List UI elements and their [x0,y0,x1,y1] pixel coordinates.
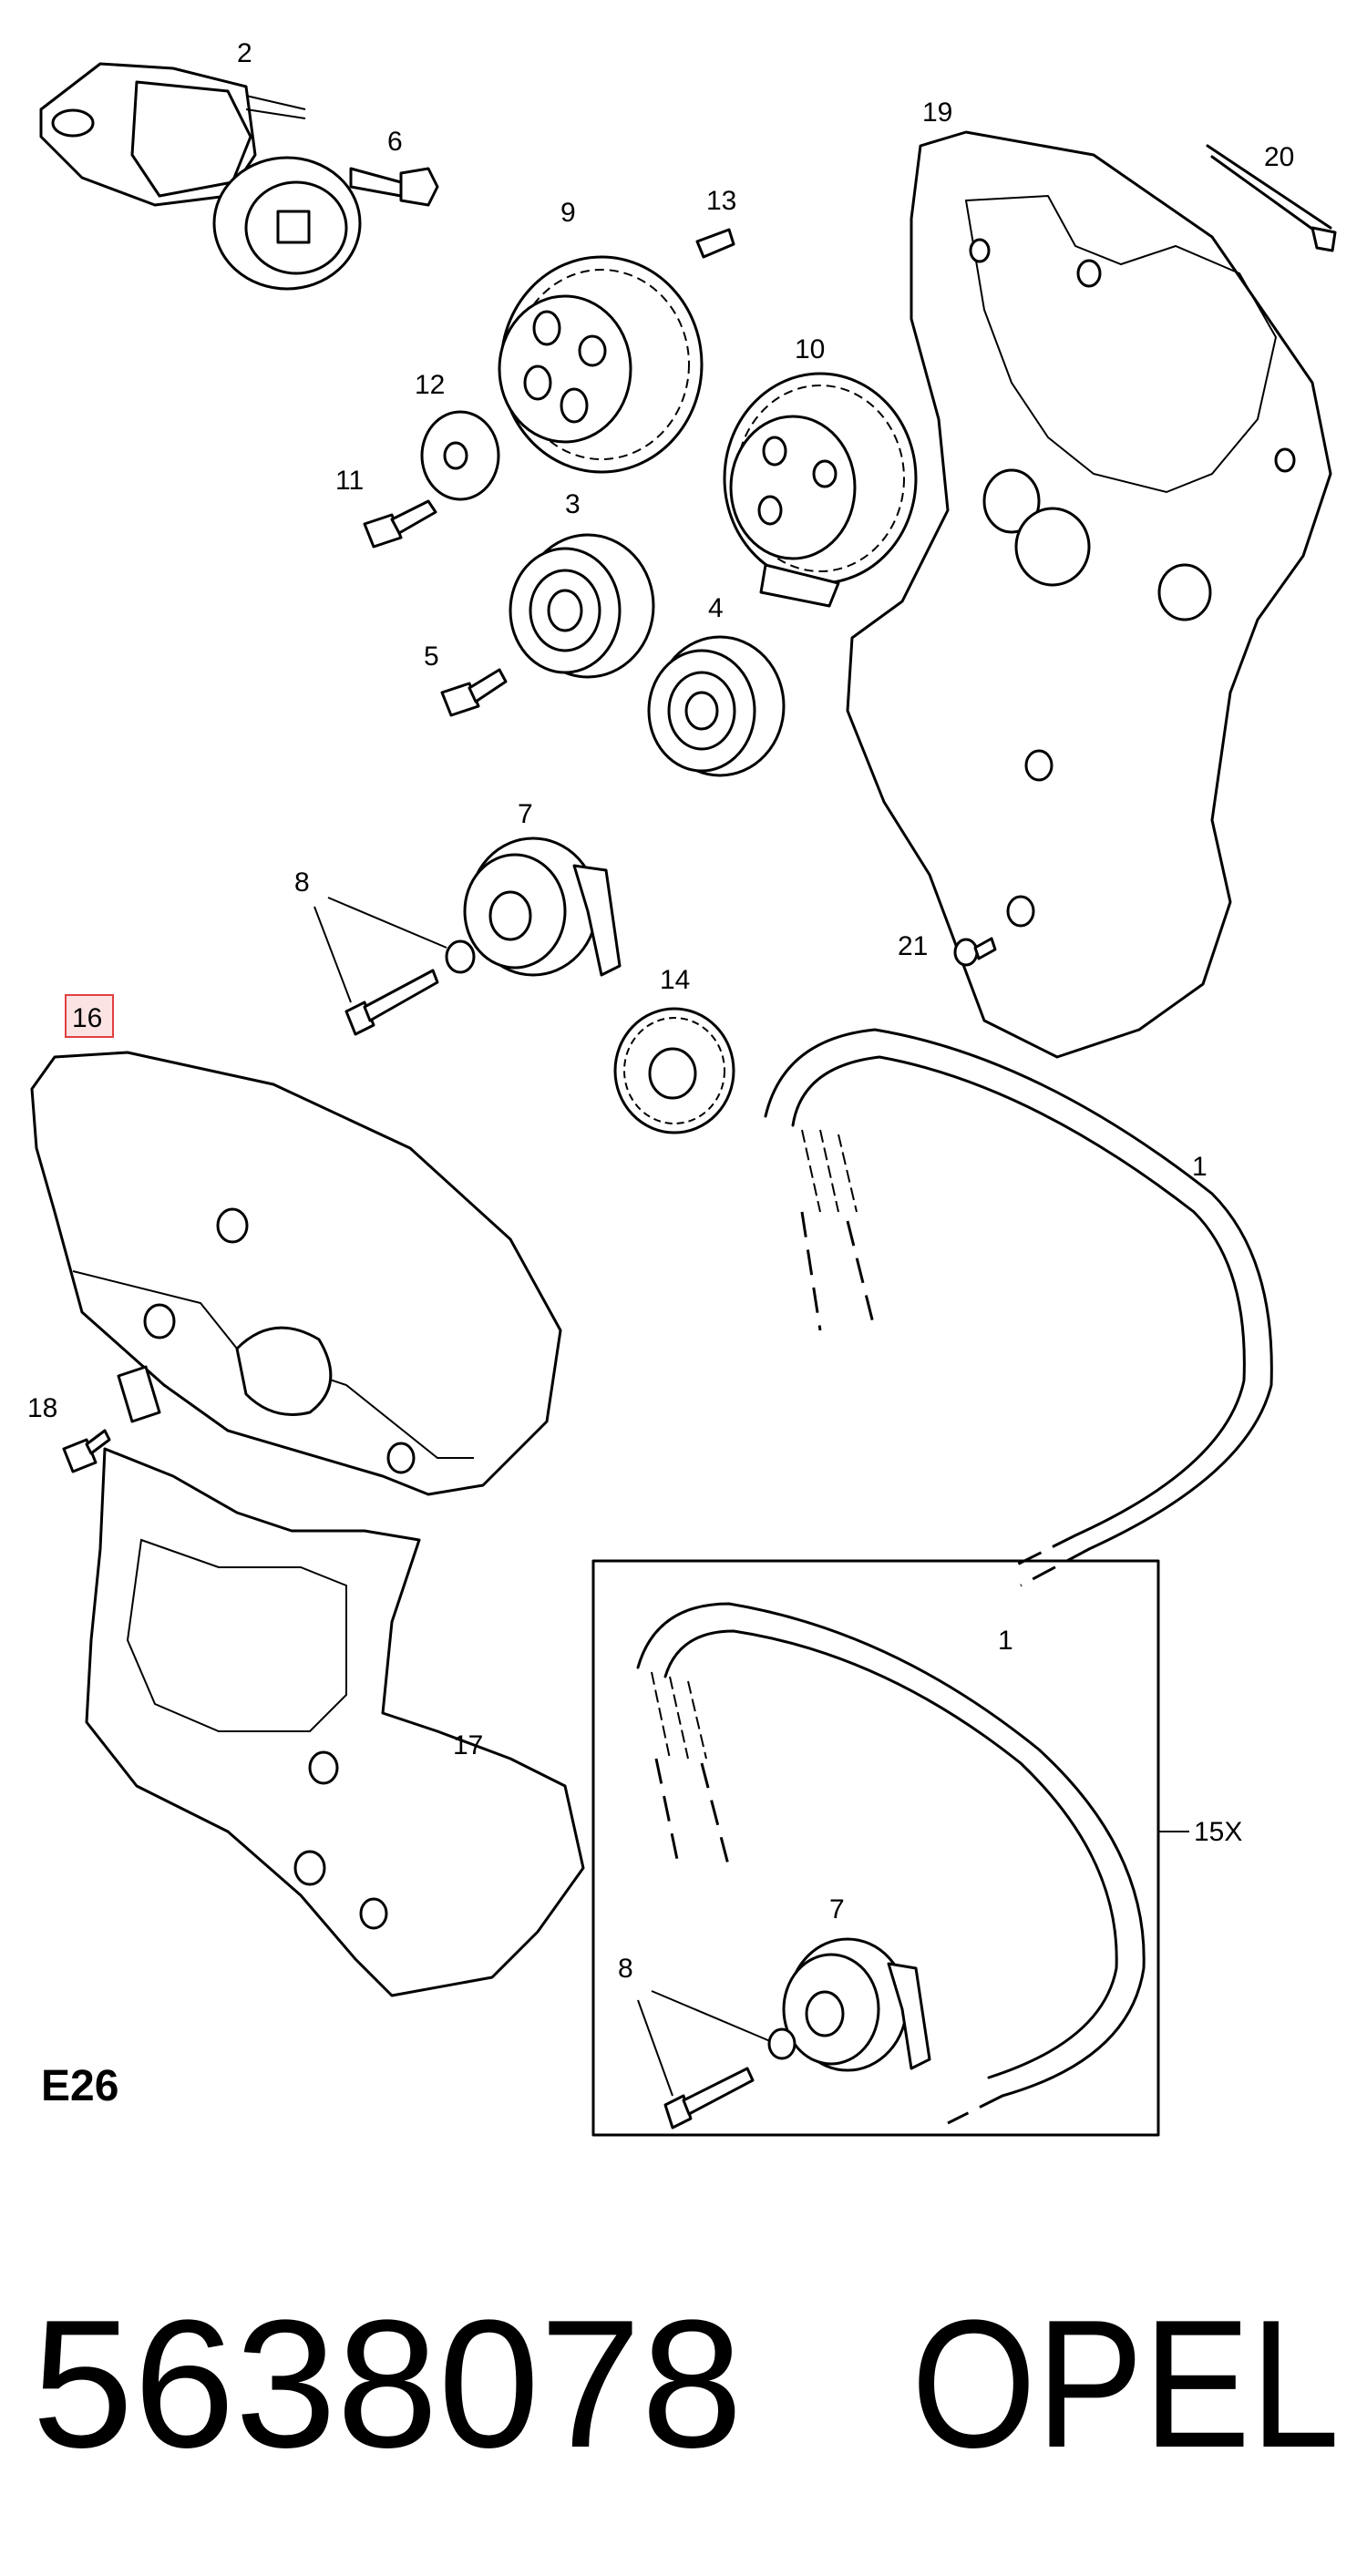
callout-1-inset: 1 [998,1626,1013,1656]
part-12-washer [420,410,500,501]
part-18-bolt [62,1429,111,1473]
part-10-sprocket [723,372,918,608]
inset-kit-15x [591,1559,1189,2137]
callout-8-inset: 8 [618,1954,633,1984]
part-number: 5638078 [32,2283,743,2486]
callout-18: 18 [27,1393,57,1423]
callout-6: 6 [387,127,403,157]
callout-11: 11 [335,466,364,496]
callout-16-highlight-box [65,994,114,1038]
part-21-bolt [953,937,997,967]
callout-4: 4 [708,593,724,623]
callout-17: 17 [453,1730,483,1760]
callout-8: 8 [294,867,310,898]
callout-3: 3 [565,489,581,519]
part-17-lower-cover [85,1365,585,1997]
brand-name: OPEL [911,2283,1340,2486]
part-1-timing-belt [764,1028,1273,1587]
part-9-sprocket [498,255,704,474]
section-code: E26 [41,2062,118,2110]
part-3-idler [509,533,655,679]
footer: 5638078 OPEL [32,2283,1340,2486]
part-2-tensioner [39,62,362,291]
callout-15x: 15X [1194,1817,1242,1847]
part-7-tensioner-pulley [463,836,622,977]
part-8-bolt-washer [313,897,476,1036]
callout-5: 5 [424,641,439,672]
callout-13: 13 [706,186,736,216]
part-6-bolt [349,167,439,207]
callout-10: 10 [795,334,825,364]
callout-7: 7 [518,799,533,829]
part-11-bolt [363,499,437,549]
callout-7-inset: 7 [829,1894,845,1924]
part-13-pin [695,228,735,259]
part-20-strip [1206,144,1337,252]
callout-2: 2 [237,38,252,68]
part-5-bolt [440,668,508,717]
part-4-idler [647,635,786,777]
callout-21: 21 [898,931,928,961]
callout-20: 20 [1264,142,1294,172]
callout-labels: 2 6 9 13 19 20 10 12 11 3 4 5 7 8 21 14 … [27,38,1294,2110]
callout-19: 19 [922,97,952,128]
part-19-rear-cover [846,130,1332,1059]
part-16-front-cover [30,1051,562,1496]
callout-12: 12 [415,370,445,400]
callout-16: 16 [72,1003,102,1033]
callout-1: 1 [1192,1152,1208,1182]
callout-14: 14 [660,965,690,995]
part-14-crank-sprocket [613,1007,735,1134]
callout-9: 9 [560,198,576,228]
